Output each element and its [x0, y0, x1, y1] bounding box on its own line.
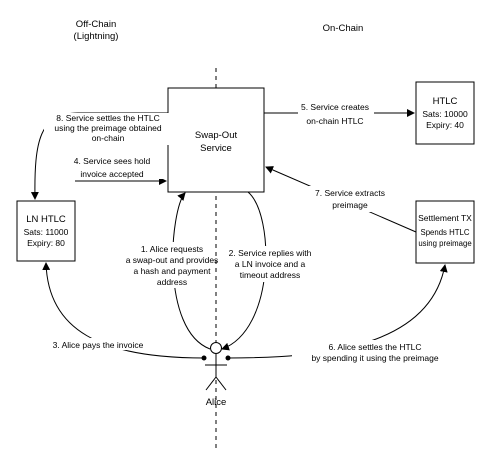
svg-text:by spending it using the preim: by spending it using the preimage	[311, 353, 438, 363]
htlc-expiry: Expiry: 40	[426, 120, 464, 130]
alice-right-port	[225, 355, 231, 361]
offchain-header: Off-Chain	[76, 19, 116, 30]
svg-text:timeout address: timeout address	[240, 270, 300, 280]
svg-text:7. Service extracts: 7. Service extracts	[315, 188, 385, 198]
ln-htlc-sats: Sats: 11000	[24, 227, 69, 237]
step-7-label: 7. Service extracts preimage	[308, 186, 392, 212]
svg-text:on-chain: on-chain	[92, 133, 125, 143]
svg-text:a swap-out and provides: a swap-out and provides	[126, 255, 219, 265]
svg-text:8. Service settles the HTLC: 8. Service settles the HTLC	[56, 113, 159, 123]
ln-htlc-expiry: Expiry: 80	[27, 238, 65, 248]
svg-text:preimage: preimage	[332, 200, 368, 210]
settlement-title: Settlement TX	[418, 213, 472, 223]
step-2-label: 2. Service replies with a LN invoice and…	[226, 246, 316, 282]
svg-text:5. Service creates: 5. Service creates	[301, 102, 369, 112]
step-5-label: 5. Service creates on-chain HTLC	[298, 101, 374, 129]
settlement-tx-box[interactable]: Settlement TX Spends HTLC using preimage	[415, 200, 475, 264]
onchain-header: On-Chain	[323, 23, 364, 34]
settlement-line3: using preimage	[418, 239, 471, 248]
arrow-step-3	[42, 262, 205, 359]
svg-text:address: address	[157, 277, 187, 287]
step-8-label: 8. Service settles the HTLC using the pr…	[44, 113, 172, 145]
swap-service-label-2: Service	[200, 143, 232, 154]
onchain-htlc-box[interactable]: HTLC Sats: 10000 Expiry: 40	[415, 81, 475, 145]
settlement-line2: Spends HTLC	[421, 228, 470, 237]
svg-text:invoice accepted: invoice accepted	[80, 169, 144, 179]
alice-left-port	[201, 355, 207, 361]
svg-text:on-chain HTLC: on-chain HTLC	[306, 116, 363, 126]
htlc-title: HTLC	[433, 96, 458, 107]
svg-text:6. Alice settles the HTLC: 6. Alice settles the HTLC	[328, 342, 421, 352]
step-4-label: 4. Service sees hold invoice accepted	[60, 155, 164, 179]
step-1-label: 1. Alice requests a swap-out and provide…	[124, 242, 218, 288]
svg-text:1. Alice requests: 1. Alice requests	[141, 244, 203, 254]
svg-text:2. Service replies with: 2. Service replies with	[229, 248, 312, 258]
svg-text:3. Alice pays the invoice: 3. Alice pays the invoice	[53, 340, 144, 350]
ln-htlc-box[interactable]: LN HTLC Sats: 11000 Expiry: 80	[16, 200, 76, 262]
step-6-label: 6. Alice settles the HTLC by spending it…	[292, 340, 462, 364]
svg-text:4. Service sees hold: 4. Service sees hold	[74, 156, 151, 166]
htlc-sats: Sats: 10000	[422, 109, 468, 119]
svg-text:using the preimage obtained: using the preimage obtained	[54, 123, 162, 133]
swap-out-service-box[interactable]: Swap-Out Service	[167, 87, 265, 193]
alice-label: Alice	[206, 397, 227, 408]
svg-text:a hash and payment: a hash and payment	[133, 266, 211, 276]
ln-htlc-title: LN HTLC	[26, 214, 66, 225]
alice-actor[interactable]	[205, 342, 227, 391]
svg-text:a LN invoice and a: a LN invoice and a	[235, 259, 306, 269]
offchain-subheader: (Lightning)	[74, 31, 119, 42]
swap-service-label-1: Swap-Out	[195, 130, 238, 141]
step-3-label: 3. Alice pays the invoice	[48, 338, 148, 350]
